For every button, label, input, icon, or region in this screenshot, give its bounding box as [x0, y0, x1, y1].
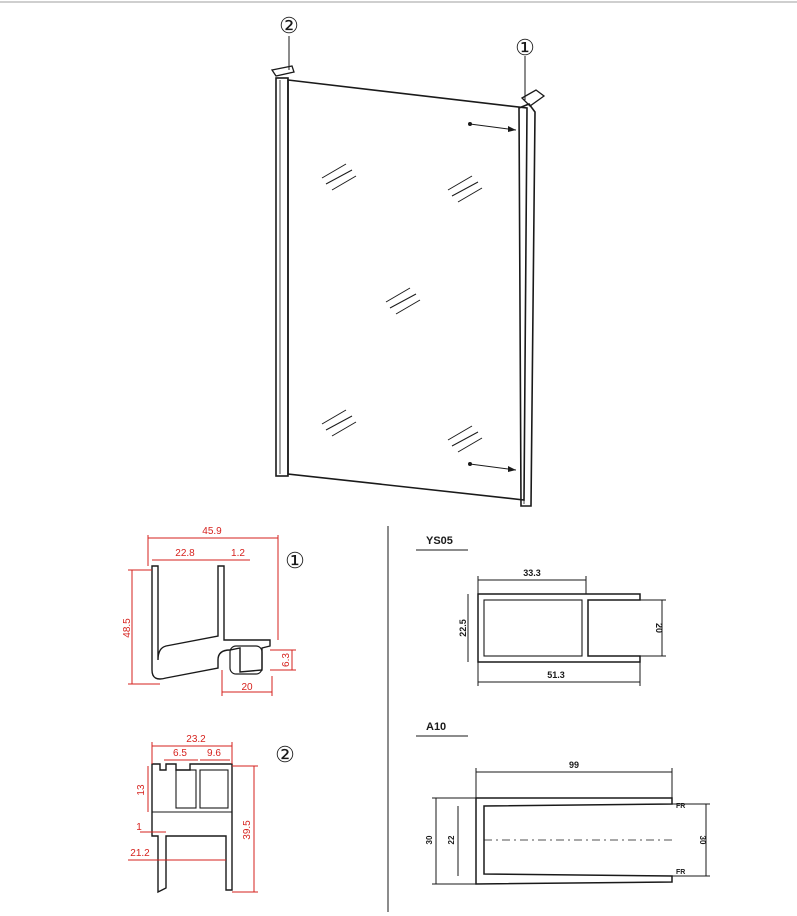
dim-45-9: 45.9 [202, 526, 222, 537]
a10-dim-left-outer: 30 [425, 835, 434, 844]
fixing-arrow-bottom [468, 462, 517, 472]
a10-dim-left-inner: 22 [447, 835, 456, 844]
dim-1-2: 1.2 [231, 548, 245, 559]
a10-tag-top: FR [676, 803, 685, 810]
a10-tag-bottom: FR [676, 869, 685, 876]
dim-6-5: 6.5 [173, 748, 187, 759]
glass-reflection-marks [321, 163, 483, 453]
top-clip-right [520, 89, 546, 107]
dim-22-8: 22.8 [175, 548, 195, 559]
top-clip-left [270, 65, 295, 77]
a10-shape [475, 797, 673, 885]
ys05-label: YS05 [426, 535, 453, 547]
ys05-dim-top: 33.3 [523, 568, 541, 578]
wall-profile-right [518, 103, 536, 507]
dim-6-3: 6.3 [281, 653, 292, 667]
ys05-dim-bottom: 51.3 [547, 670, 565, 680]
callout-one: ① [285, 548, 305, 573]
dim-39-5: 39.5 [242, 820, 253, 840]
glass-panel-view: ② ① [270, 13, 546, 507]
ys05-dim-left: 22.5 [458, 619, 468, 637]
profile-section-two: 23.2 6.5 9.6 13 1 39.5 21.2 ② [128, 734, 295, 894]
ys05-dim-right: 20 [654, 623, 664, 633]
profile-one-shape [151, 565, 271, 680]
wall-profile-left [275, 77, 289, 477]
ys05-profile: YS05 33.3 22.5 20 51.3 [416, 535, 666, 686]
profile-two-shape [151, 763, 233, 894]
callout-one-top: ① [515, 35, 535, 60]
fixing-arrow-top [468, 122, 517, 132]
profile-section-one: 45.9 22.8 1.2 48.5 20 6.3 ① [122, 526, 305, 696]
dim-13: 13 [136, 784, 147, 796]
dim-48-5: 48.5 [122, 618, 133, 638]
a10-label: A10 [426, 721, 446, 733]
dim-9-6: 9.6 [207, 748, 221, 759]
a10-profile: A10 99 30 22 30 FR FR [416, 721, 710, 885]
dim-23-2: 23.2 [186, 734, 206, 745]
callout-two: ② [275, 742, 295, 767]
dim-1: 1 [136, 822, 142, 833]
dim-20: 20 [241, 682, 253, 693]
ys05-shape [477, 593, 641, 663]
a10-dim-length: 99 [569, 760, 579, 770]
callout-two-top: ② [279, 13, 299, 38]
dim-21-2: 21.2 [130, 848, 150, 859]
a10-dim-right-outer: 30 [698, 836, 707, 845]
